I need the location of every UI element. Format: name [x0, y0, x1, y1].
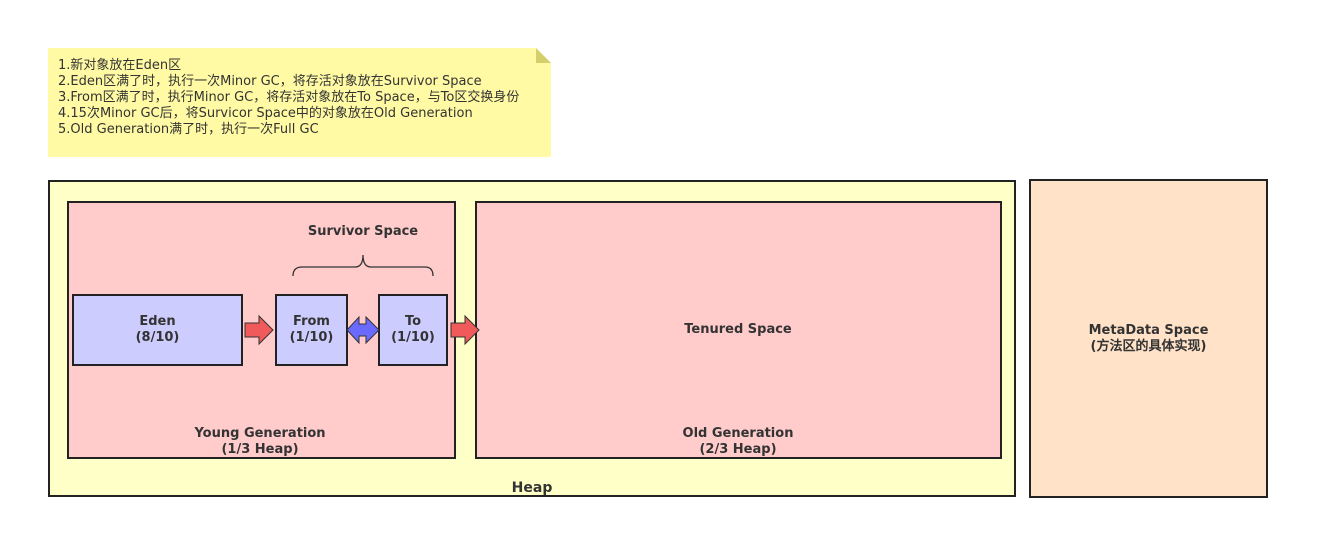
- note-line-1: 1.新对象放在Eden区: [58, 58, 182, 73]
- note-line-2: 2.Eden区满了时，执行一次Minor GC，将存活对象放在Survivor …: [58, 74, 482, 89]
- from-to-swap-arrow-icon: [346, 315, 380, 345]
- metadata-space-name: MetaData Space: [1088, 322, 1209, 338]
- gc-notes-sticky: [48, 48, 551, 157]
- metadata-space[interactable]: MetaData Space(方法区的具体实现): [1029, 179, 1268, 498]
- young-generation-size: (1/3 Heap): [221, 442, 299, 457]
- to-name: To: [404, 314, 422, 329]
- eden-size: (8/10): [135, 330, 180, 345]
- survivor-space-label: Survivor Space: [307, 224, 419, 239]
- metadata-space-desc: (方法区的具体实现): [1090, 338, 1207, 354]
- to-block[interactable]: To(1/10): [378, 294, 448, 366]
- note-line-5: 5.Old Generation满了时，执行一次Full GC: [58, 122, 319, 137]
- to-size: (1/10): [391, 330, 435, 345]
- old-generation-label: Old Generation(2/3 Heap): [648, 426, 828, 458]
- old-generation-size: (2/3 Heap): [699, 442, 777, 457]
- young-generation-title: Young Generation: [194, 426, 326, 441]
- note-line-4: 4.15次Minor GC后，将Survicor Space中的对象放在Old …: [58, 106, 473, 121]
- from-name: From: [293, 314, 330, 329]
- old-generation[interactable]: [475, 201, 1002, 459]
- young-generation-label: Young Generation(1/3 Heap): [170, 426, 350, 458]
- heap-label: Heap: [511, 480, 553, 496]
- to-to-old-arrow-icon: [450, 314, 480, 346]
- note-line-3: 3.From区满了时，执行Minor GC，将存活对象放在To Space，与T…: [58, 90, 520, 105]
- from-size: (1/10): [289, 330, 334, 345]
- tenured-space-label: Tenured Space: [684, 322, 792, 337]
- from-block[interactable]: From(1/10): [275, 294, 348, 366]
- eden-name: Eden: [139, 314, 176, 329]
- survivor-brace-icon: [292, 254, 434, 277]
- old-generation-title: Old Generation: [682, 426, 794, 441]
- eden-block[interactable]: Eden(8/10): [72, 294, 243, 366]
- eden-to-from-arrow-icon: [244, 314, 274, 346]
